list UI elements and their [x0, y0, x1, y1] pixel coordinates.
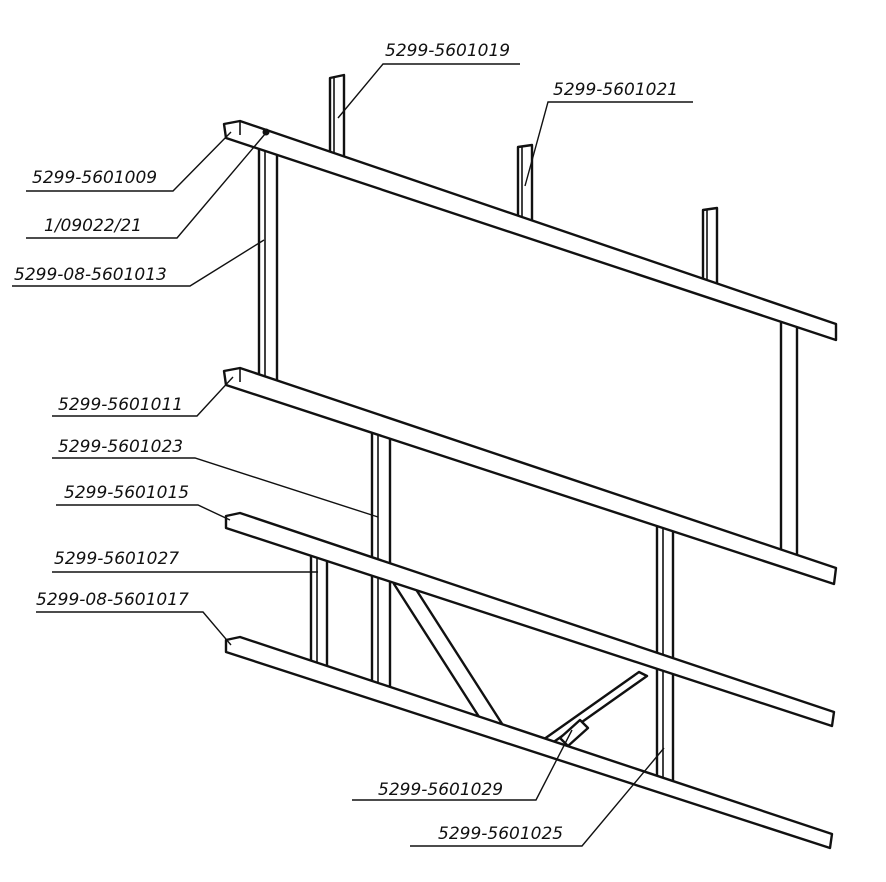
callout-label: 5299-5601025 [438, 824, 563, 844]
callout-label: 5299-5601011 [58, 395, 183, 415]
callout-label: 5299-5601021 [553, 80, 678, 100]
callout-brace: 5299-5601029 [352, 729, 573, 801]
callout-lower-rail: 5299-5601015 [56, 483, 231, 521]
callout-bottom-rail: 5299-08-5601017 [36, 590, 232, 646]
top-rail [222, 119, 838, 342]
right-upper-post [779, 320, 799, 560]
callout-fastener: 1/09022/21 [26, 133, 266, 239]
callout-top-rail: 5299-5601009 [26, 131, 232, 192]
callout-left-upper-post: 5299-08-5601013 [12, 239, 265, 287]
callout-label: 5299-5601023 [58, 437, 183, 457]
callout-label: 5299-5601029 [378, 780, 503, 800]
top-post-1 [328, 73, 346, 162]
callout-label: 5299-08-5601017 [36, 590, 189, 610]
callout-center-post: 5299-5601023 [52, 437, 379, 518]
top-post-3 [701, 206, 719, 288]
callout-short-post: 5299-5601027 [52, 549, 318, 573]
callout-top-post-2: 5299-5601021 [524, 80, 693, 187]
callout-label: 5299-08-5601013 [14, 265, 167, 285]
fastener-dot [262, 128, 270, 136]
middle-rail [222, 366, 838, 586]
callout-label: 5299-5601019 [385, 41, 510, 61]
callout-middle-rail: 5299-5601011 [52, 376, 234, 417]
callout-right-lower-post: 5299-5601025 [410, 747, 665, 847]
callout-label: 5299-5601015 [64, 483, 189, 503]
lower-rail [224, 511, 836, 728]
callout-label: 5299-5601027 [54, 549, 179, 569]
left-upper-post [257, 141, 279, 386]
callout-top-post-1: 5299-5601019 [337, 41, 520, 119]
callout-label: 5299-5601009 [32, 168, 157, 188]
bottom-rail [224, 635, 834, 850]
callout-label: 1/09022/21 [44, 216, 142, 236]
short-post [309, 548, 329, 676]
brace-5299-5601029 [538, 670, 649, 748]
